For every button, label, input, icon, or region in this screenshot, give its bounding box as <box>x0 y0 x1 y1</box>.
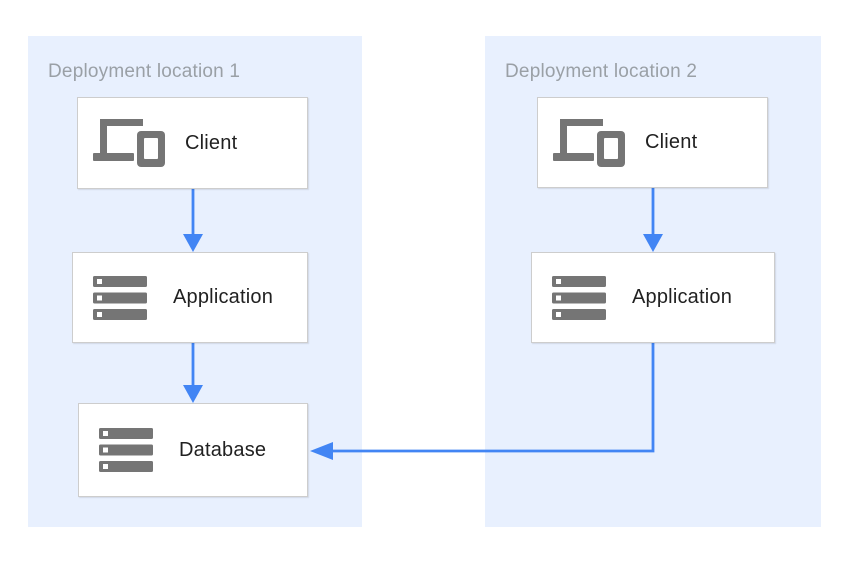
servers-icon <box>99 428 153 472</box>
node-location1-application: Application <box>72 252 308 343</box>
servers-icon <box>93 275 147 320</box>
node-label: Application <box>632 286 733 308</box>
node-label: Client <box>185 131 238 154</box>
arrow-loc1-application-to-database <box>183 343 203 403</box>
node-label: Database <box>179 438 267 461</box>
node-location1-database: Database <box>78 403 308 497</box>
node-location2-client: Client <box>537 97 768 188</box>
node-location2-application: Application <box>531 252 775 343</box>
panel-title-1: Deployment location 1 <box>48 61 241 82</box>
arrow-loc1-client-to-application <box>183 189 203 252</box>
devices-icon <box>553 118 625 167</box>
servers-icon <box>552 275 606 320</box>
arrow-loc2-application-to-loc1-database <box>310 343 655 460</box>
node-location1-client: Client <box>77 97 308 189</box>
node-label: Client <box>645 131 698 153</box>
devices-icon <box>93 119 165 167</box>
arrow-loc2-client-to-application <box>643 188 663 252</box>
node-label: Application <box>173 286 274 308</box>
panel-title-2: Deployment location 2 <box>505 61 698 82</box>
